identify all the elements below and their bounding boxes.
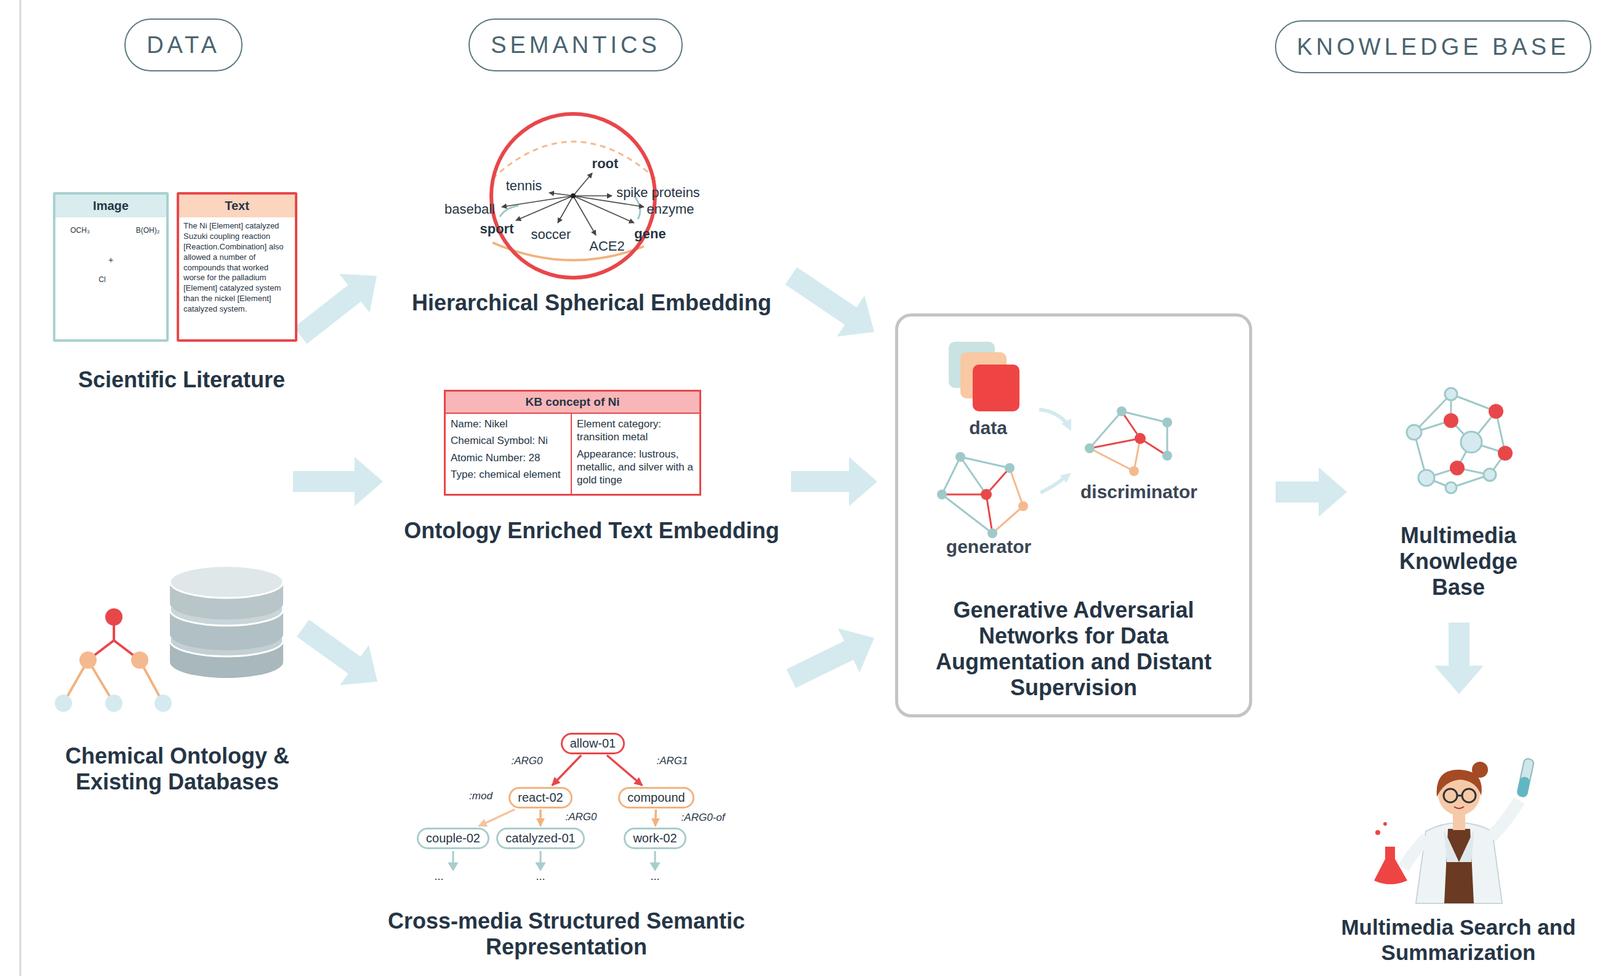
text-panel-text: The Ni [Element] catalyzed Suzuki coupli…: [179, 217, 295, 319]
table-cell: Name: Nikel: [450, 417, 566, 431]
flow-arrow: [288, 608, 393, 702]
data-stack-icon: [948, 341, 1020, 412]
section-header: SEMANTICS: [468, 18, 683, 72]
relation-label: :ARG0-of: [679, 811, 728, 824]
stage-caption: Multimedia Search and Summarization: [1332, 914, 1585, 966]
gan-module-box: Generative Adversarial Networks for Data…: [895, 313, 1253, 718]
table-cell: Type: chemical element: [450, 467, 566, 481]
stage-caption: Multimedia Knowledge Base: [1381, 522, 1536, 601]
flow-arrow: [1275, 467, 1347, 517]
chem-group: OCH₃: [70, 225, 90, 235]
amr-relation-arrow: [478, 809, 515, 827]
stage-caption: Hierarchical Spherical Embedding: [411, 289, 772, 316]
knowledge-graph-icon: [1406, 387, 1513, 494]
relation-label: :ARG0: [509, 754, 545, 768]
relation-label: :ARG1: [654, 754, 690, 768]
flow-arrow: [779, 615, 885, 701]
table-cell: KB concept of Ni: [445, 395, 700, 409]
amr-relation-arrow: [552, 755, 582, 786]
icon-label: discriminator: [1080, 480, 1198, 503]
stage-caption: Scientific Literature: [78, 366, 286, 393]
amr-node-text: react-02: [517, 790, 563, 805]
amr-relation-arrow: [654, 809, 657, 827]
ellipsis: ...: [650, 869, 660, 883]
section-header: KNOWLEDGE BASE: [1274, 20, 1592, 74]
amr-relation-arrow: [607, 755, 643, 786]
embedding-word: sport: [480, 221, 515, 238]
discriminator-graph-icon: [1084, 406, 1173, 476]
section-header-text: DATA: [146, 32, 221, 59]
amr-node: couple-02: [416, 827, 490, 849]
amr-node-text: work-02: [632, 831, 677, 846]
text-panel: TextThe Ni [Element] catalyzed Suzuki co…: [176, 192, 298, 342]
amr-relation-arrow: [539, 809, 542, 827]
embedding-word: ACE2: [589, 238, 625, 255]
stage-caption: Ontology Enriched Text Embedding: [403, 517, 779, 544]
amr-node-text: catalyzed-01: [505, 831, 575, 846]
embedding-word: enzyme: [646, 201, 694, 218]
amr-node: compound: [618, 786, 694, 809]
embedding-word: root: [592, 155, 619, 172]
relation-label: :ARG0: [563, 810, 599, 824]
embedding-word: spike proteins: [616, 184, 700, 201]
flow-arrow: [293, 456, 383, 507]
flow-arrow: [1434, 622, 1484, 694]
scientist-illustration: [1374, 757, 1535, 904]
amr-node: catalyzed-01: [496, 827, 585, 849]
table-cell: Chemical Symbol: Ni: [450, 434, 566, 447]
table-cell: Appearance: lustrous, metallic, and silv…: [576, 447, 695, 487]
section-header-text: SEMANTICS: [490, 32, 661, 59]
embedding-word: soccer: [531, 226, 572, 243]
table-cell: Atomic Number: 28: [450, 451, 566, 465]
amr-node-text: allow-01: [570, 736, 616, 751]
gan-module-box-text: Generative Adversarial Networks for Data…: [898, 597, 1250, 701]
page-rule: [19, 0, 22, 976]
amr-node-text: couple-02: [426, 831, 481, 846]
image-panel: Image: [52, 192, 169, 342]
chem-group: B(OH)₂: [136, 225, 161, 235]
flow-arrows: [285, 255, 1484, 702]
flow-arrow: [777, 255, 889, 353]
ontology-tree-icon: [54, 608, 172, 712]
stage-caption: Cross-media Structured Semantic Represen…: [363, 908, 770, 960]
image-panel-text: Image: [55, 194, 167, 218]
stage-caption: Chemical Ontology & Existing Databases: [32, 743, 322, 795]
chem-group: Cl: [98, 275, 106, 284]
text-panel-text: Text: [179, 194, 295, 218]
small-arrows: [1039, 409, 1072, 493]
kb-concept-table: KB concept of Ni Name: NikelChemical Symb…: [443, 389, 702, 496]
ellipsis: ...: [434, 869, 444, 883]
amr-node: react-02: [508, 786, 572, 809]
database-icon: [169, 565, 284, 678]
embedding-word: baseball: [444, 201, 495, 218]
chem-group: +: [108, 254, 114, 265]
icon-label: generator: [946, 535, 1032, 558]
table-cell: Element category: transition metal: [576, 417, 695, 444]
amr-node-text: compound: [627, 790, 685, 805]
amr-node: allow-01: [560, 732, 625, 755]
flow-arrow: [791, 456, 878, 507]
section-header-text: KNOWLEDGE BASE: [1297, 33, 1570, 61]
generator-graph-icon: [936, 451, 1029, 539]
flow-arrow: [285, 256, 392, 355]
embedding-word: gene: [634, 225, 666, 242]
amr-node: work-02: [623, 827, 686, 849]
section-header: DATA: [124, 18, 243, 72]
ellipsis: ...: [535, 869, 545, 883]
relation-label: :mod: [467, 789, 495, 803]
continuation-arrows: [449, 850, 659, 870]
icon-label: data: [968, 416, 1008, 439]
embedding-word: tennis: [506, 177, 543, 194]
